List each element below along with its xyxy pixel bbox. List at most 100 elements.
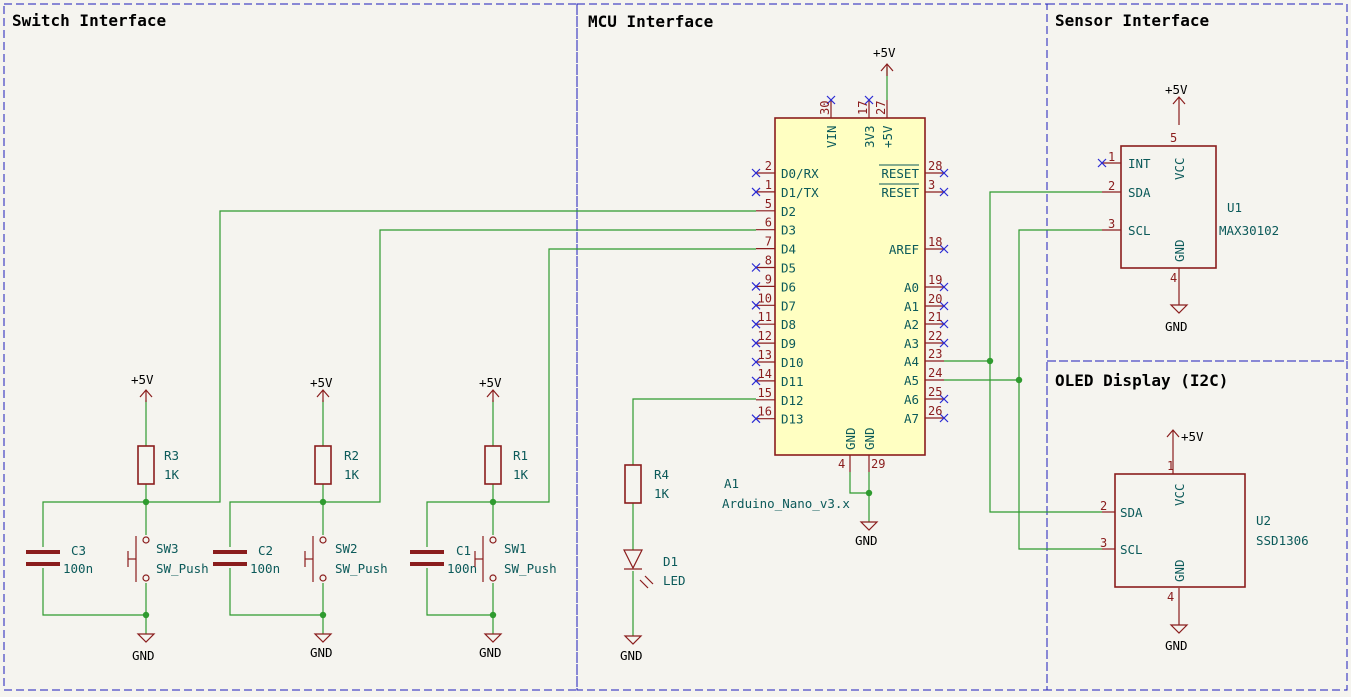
no-connect-marker xyxy=(751,319,761,329)
mcu-interface-frame xyxy=(576,3,1048,691)
mcu-pin-number: 21 xyxy=(928,310,942,324)
led-d1[interactable] xyxy=(623,549,654,589)
wire-c1-bot xyxy=(426,568,493,616)
no-connect-marker xyxy=(751,168,761,178)
mcu-pin-name: A6 xyxy=(904,392,919,407)
mcu-pin-number: 7 xyxy=(765,235,772,249)
mcu-pin-number: 19 xyxy=(928,273,942,287)
mcu-pin-name: A4 xyxy=(904,354,919,369)
mcu-value: Arduino_Nano_v3.x xyxy=(722,496,850,511)
arduino-nano-body[interactable] xyxy=(774,117,926,456)
mcu-pin-number: 3 xyxy=(928,178,935,192)
gnd-label: GND xyxy=(310,645,333,660)
mcu-pin-number: 6 xyxy=(765,216,772,230)
vcc-label: +5V xyxy=(131,372,154,387)
vcc-label: +5V xyxy=(310,375,333,390)
max30102-body[interactable] xyxy=(1120,145,1217,269)
switch-branch-2: R2 1K C2 100n SW2 SW_Push xyxy=(213,445,388,582)
u1-pin-sda-name: SDA xyxy=(1128,185,1151,200)
u2-pin-sda-num: 2 xyxy=(1100,499,1107,513)
sensor-interface-title: Sensor Interface xyxy=(1055,11,1209,30)
gnd-label: GND xyxy=(132,648,155,663)
sw3-value: SW_Push xyxy=(156,561,209,576)
u1-ref: U1 xyxy=(1227,200,1242,215)
mcu-pin-name: RESET xyxy=(881,185,919,200)
switch-sw1[interactable] xyxy=(474,536,497,582)
mcu-pin-number: 8 xyxy=(765,254,772,268)
no-connect-marker xyxy=(939,187,949,197)
switch-branch-3: R3 1K C3 100n SW3 SW_Push xyxy=(26,445,209,582)
c2-value: 100n xyxy=(250,561,280,576)
mcu-pin-name: A7 xyxy=(904,411,919,426)
d1-ref: D1 xyxy=(663,554,678,569)
wire-c2-bot xyxy=(229,568,323,616)
gnd-symbol: GND xyxy=(479,633,503,660)
mcu-pin-number: 22 xyxy=(928,329,942,343)
no-connect-marker xyxy=(939,338,949,348)
mcu-pin-name: D1/TX xyxy=(781,185,819,200)
u2-pin-gnd-name: GND xyxy=(1172,559,1187,582)
resistor-r2[interactable] xyxy=(314,445,332,485)
wire-scl-bus xyxy=(1018,229,1102,550)
c3-value: 100n xyxy=(63,561,93,576)
u1-pin-gnd-name: GND xyxy=(1172,239,1187,262)
mcu-pin-name: D8 xyxy=(781,317,796,332)
r2-value: 1K xyxy=(344,467,360,482)
mcu-pin-number: 10 xyxy=(758,291,772,305)
no-connect-marker xyxy=(751,357,761,367)
u2-ref: U2 xyxy=(1256,513,1271,528)
mcu-pin-number: 24 xyxy=(928,366,942,380)
no-connect-marker xyxy=(939,282,949,292)
mcu-pin-name: D12 xyxy=(781,393,804,408)
vcc-label: +5V xyxy=(1181,429,1204,444)
gnd-label: GND xyxy=(1165,638,1188,653)
resistor-r3[interactable] xyxy=(137,445,155,485)
mcu-pin-number: 13 xyxy=(758,348,772,362)
mcu-pin-name: A1 xyxy=(904,299,919,314)
mcu-pin-name: D9 xyxy=(781,336,796,351)
r1-value: 1K xyxy=(513,467,529,482)
mcu-pin-number: 11 xyxy=(758,310,772,324)
mcu-pin-number: 12 xyxy=(758,329,772,343)
mcu-pin-name: D3 xyxy=(781,223,796,238)
resistor-r1[interactable] xyxy=(484,445,502,485)
vcc-symbol: +5V xyxy=(1165,82,1188,125)
switch-sw2[interactable] xyxy=(304,536,327,582)
mcu-ref: A1 xyxy=(724,476,739,491)
switch-sw3[interactable] xyxy=(127,536,150,582)
u2-value: SSD1306 xyxy=(1256,533,1309,548)
no-connect-marker xyxy=(939,301,949,311)
mcu-pin-name: A2 xyxy=(904,317,919,332)
gnd-symbol: GND xyxy=(620,635,643,663)
mcu-pin-name: D13 xyxy=(781,412,804,427)
ssd1306-body[interactable] xyxy=(1114,473,1246,588)
no-connect-marker xyxy=(751,376,761,386)
mcu-pin-name: A5 xyxy=(904,373,919,388)
mcu-pin-name: VIN xyxy=(824,125,839,148)
resistor-r4[interactable] xyxy=(624,464,642,504)
mcu-pin-name: AREF xyxy=(889,242,919,257)
r3-value: 1K xyxy=(164,467,180,482)
gnd-symbol: GND xyxy=(1165,588,1189,653)
wire-c2-top xyxy=(229,501,323,547)
no-connect-marker xyxy=(939,413,949,423)
u1-value: MAX30102 xyxy=(1219,223,1279,238)
junction xyxy=(319,611,327,619)
wire-d4 xyxy=(493,248,756,503)
u1-pin-sda-num: 2 xyxy=(1108,179,1115,193)
mcu-pin-name: D7 xyxy=(781,298,796,313)
mcu-pin-name: D0/RX xyxy=(781,166,819,181)
led-circuit: R4 1K D1 LED xyxy=(623,464,686,589)
mcu-pin-number: 29 xyxy=(871,457,885,471)
r1-ref: R1 xyxy=(513,448,528,463)
sensor-u1: 1 INT 2 SDA 3 SCL 5 VCC 4 GND U1 MAX3010… xyxy=(1097,131,1279,285)
switch-branch-1: R1 1K C1 100n SW1 SW_Push xyxy=(410,445,557,582)
vcc-label: +5V xyxy=(1165,82,1188,97)
r2-ref: R2 xyxy=(344,448,359,463)
mcu-pin-number: 14 xyxy=(758,367,772,381)
no-connect-marker xyxy=(751,300,761,310)
mcu-pin-number: 25 xyxy=(928,385,942,399)
junction xyxy=(986,357,994,365)
